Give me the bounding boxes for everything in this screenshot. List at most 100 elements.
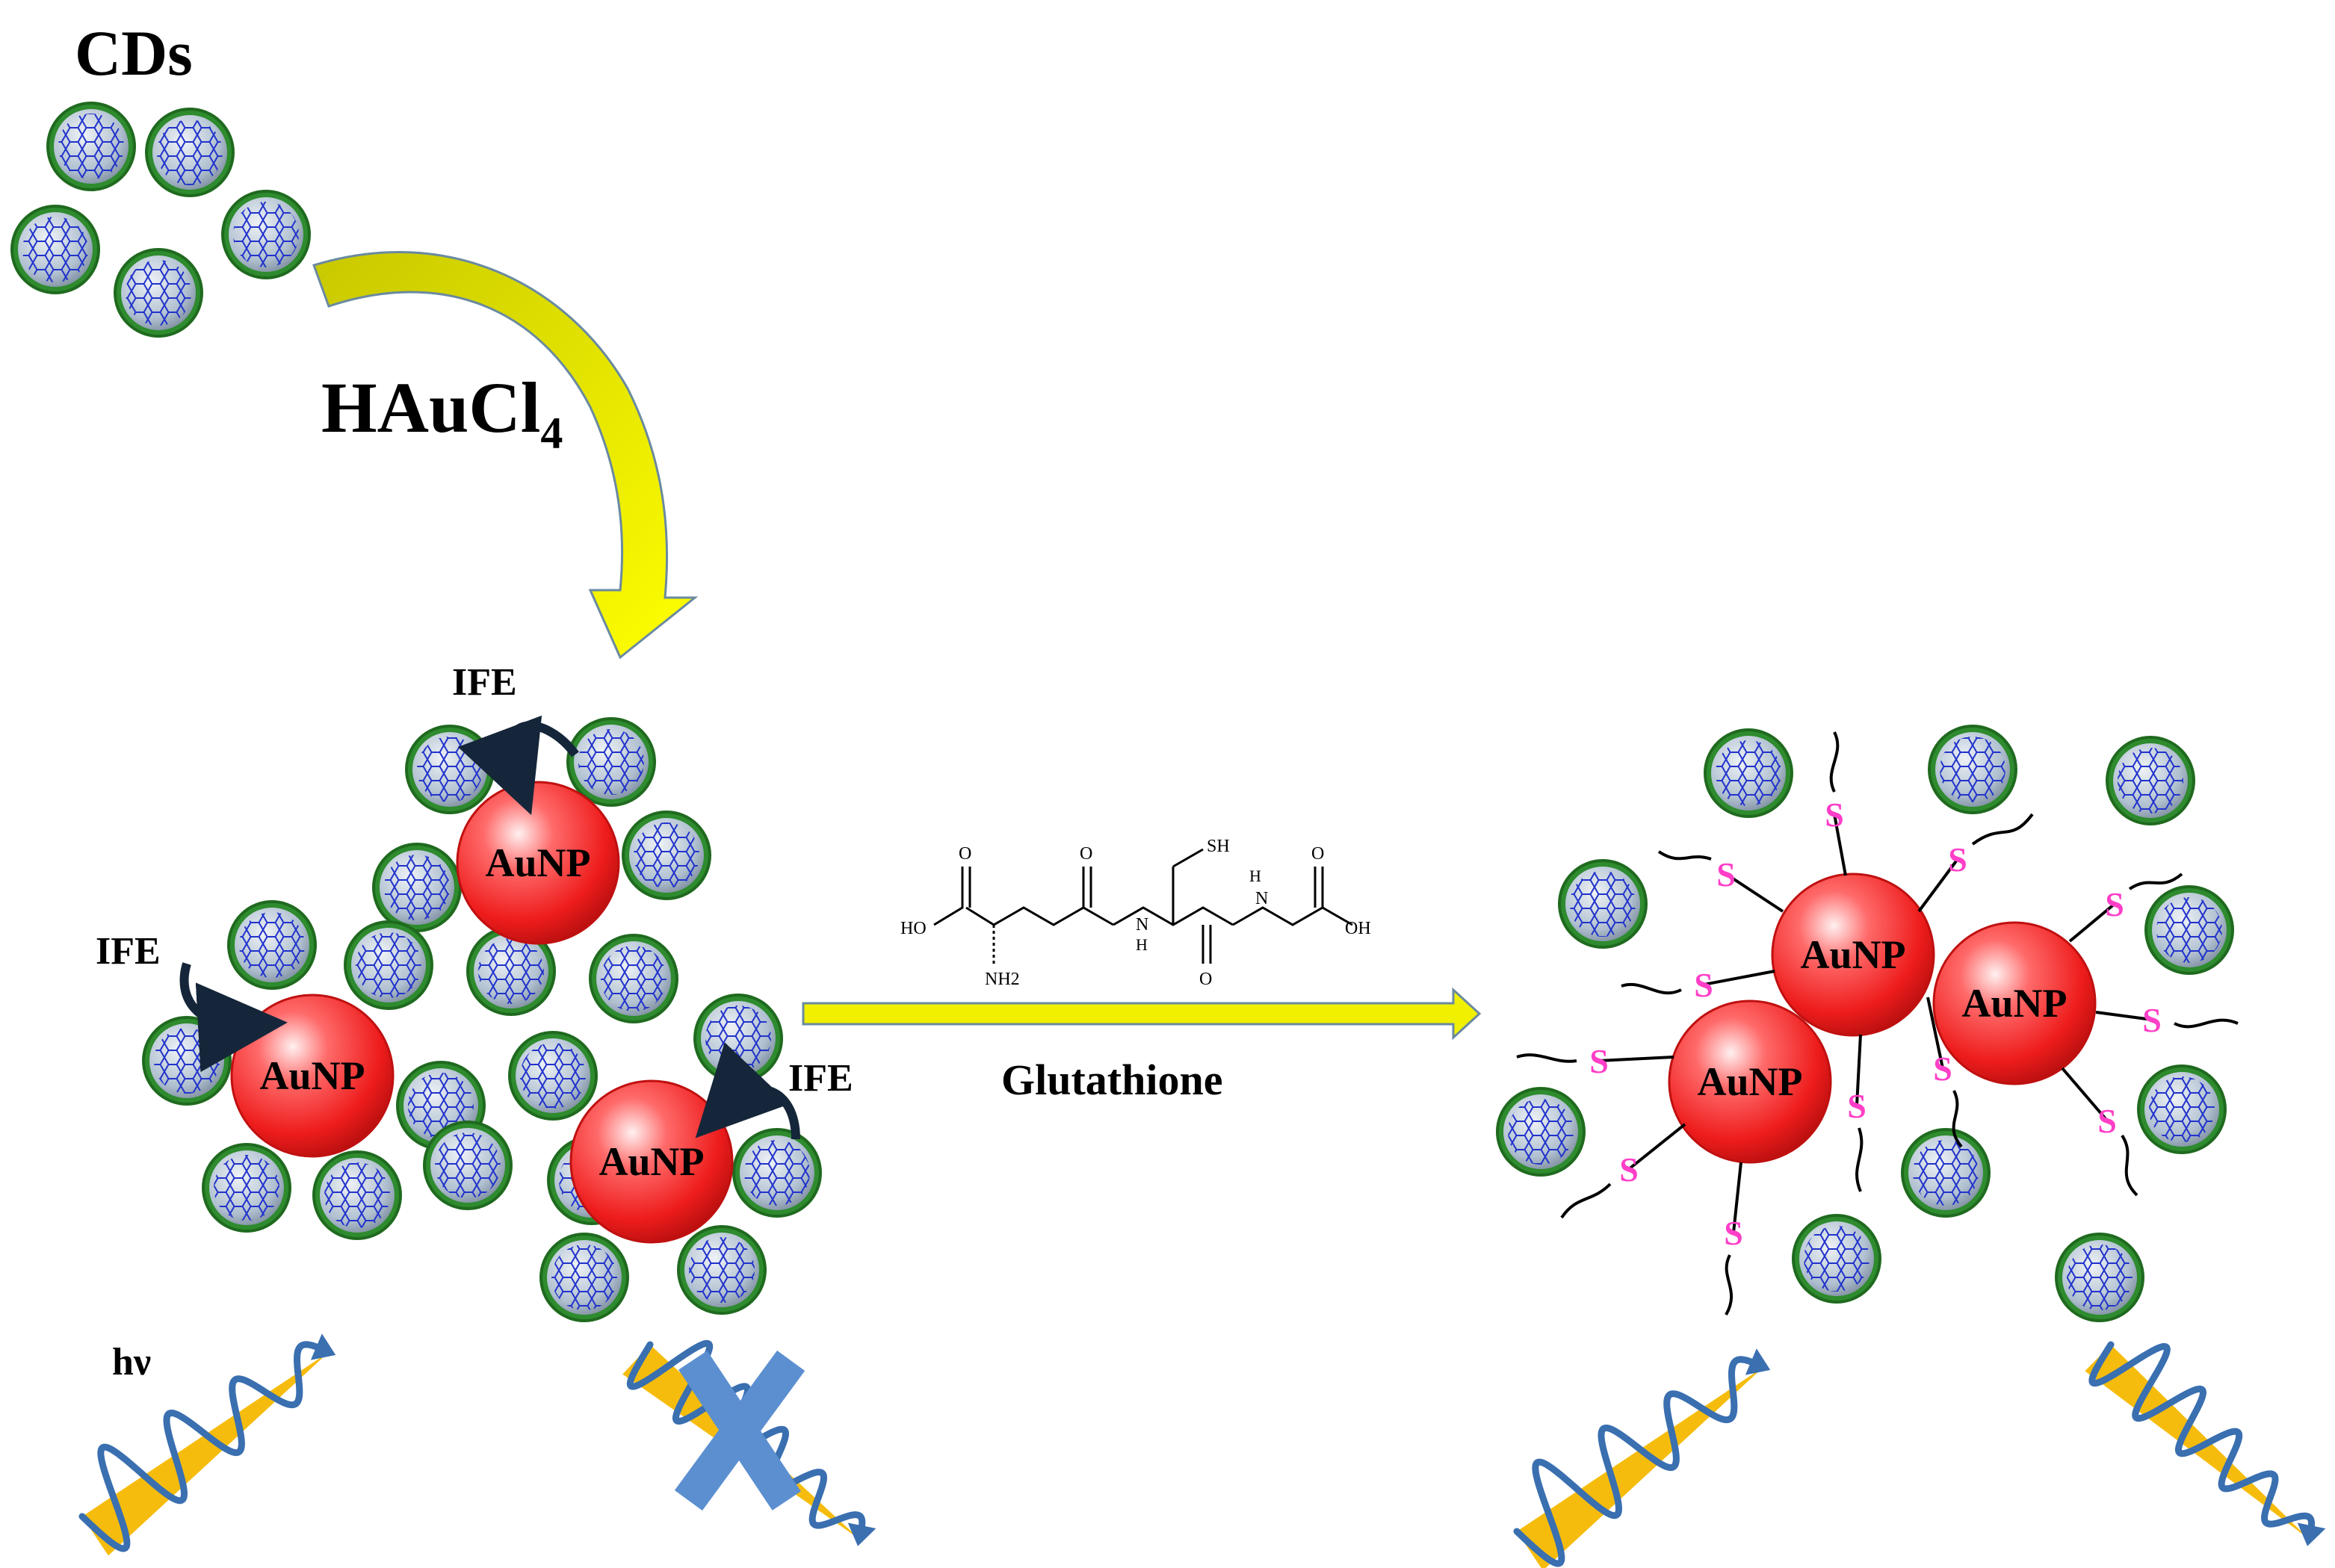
- curved-reaction-arrow: [312, 251, 699, 660]
- mol-o-3: O: [1199, 970, 1212, 989]
- hauc-main: HAuCl: [321, 368, 540, 447]
- carbon-dot-icon: [2106, 736, 2195, 825]
- carbon-dot-icon: [372, 843, 462, 932]
- carbon-dot-icon: [622, 811, 711, 900]
- ife-label-top: IFE: [452, 661, 517, 704]
- sulfur-label: S: [2105, 885, 2124, 923]
- carbon-dot-icon: [221, 190, 311, 279]
- ife-arrow-left: [179, 962, 288, 1073]
- aunp-label: AuNP: [485, 840, 590, 885]
- mol-o-2: O: [1080, 844, 1092, 864]
- carbon-dot-icon: [508, 1031, 598, 1121]
- sulfur-label: S: [2097, 1102, 2117, 1140]
- emission-wave-layer: [78, 1333, 2326, 1568]
- mol-ho: HO: [900, 919, 927, 938]
- sulfur-label: S: [2142, 1001, 2162, 1039]
- ife-label-right: IFE: [788, 1057, 853, 1100]
- carbon-dot-icon: [2144, 885, 2234, 975]
- mol-o-1: O: [959, 844, 971, 864]
- thiol-chain: S: [1516, 1042, 1674, 1080]
- carbon-dot-icon: [1704, 728, 1793, 818]
- carbon-dot-icon: [344, 920, 433, 1010]
- carbon-dot-icon: [46, 102, 136, 191]
- glutathione-label: Glutathione: [1001, 1056, 1223, 1104]
- aunp-label: AuNP: [599, 1139, 704, 1184]
- carbon-dot-icon: [466, 926, 556, 1016]
- carbon-dot-icon: [145, 108, 235, 197]
- thiol-chain: S: [1560, 1123, 1686, 1219]
- carbon-dot-icon: [566, 717, 656, 807]
- aunp-particle: AuNP: [230, 994, 395, 1158]
- aunp-particle: AuNP: [569, 1079, 734, 1244]
- aunp-particle: AuNP: [1668, 1000, 1832, 1164]
- sulfur-label: S: [1847, 1087, 1867, 1125]
- sulfur-label: S: [1825, 796, 1844, 834]
- thiol-chain: S: [1657, 850, 1784, 913]
- thiol-chain: S: [1621, 966, 1775, 1004]
- carbon-dot-icon: [539, 1233, 629, 1322]
- aunp-label: AuNP: [1697, 1059, 1802, 1104]
- mol-n-1: N: [1136, 915, 1148, 935]
- carbon-dot-icon: [227, 900, 317, 990]
- carbon-dot-icon: [2055, 1233, 2144, 1322]
- mol-n-2: N: [1255, 889, 1268, 908]
- ife-arrow-top: [457, 715, 579, 816]
- carbon-dot-icon: [1928, 725, 2017, 814]
- aunp-label: AuNP: [1961, 981, 2067, 1026]
- carbon-dot-icon: [1496, 1087, 1586, 1177]
- sulfur-label: S: [1724, 1214, 1743, 1252]
- sulfur-label: S: [1619, 1150, 1639, 1189]
- carbon-dot-icon: [202, 1143, 291, 1233]
- glutathione-arrow: [802, 987, 1482, 1041]
- carbon-dot-icon: [693, 994, 783, 1083]
- carbon-dot-icon: [423, 1121, 513, 1210]
- mol-h-2: H: [1249, 867, 1261, 885]
- recovered-wave-right: [2085, 1341, 2326, 1546]
- aunp-label: AuNP: [1800, 932, 1905, 977]
- aunp-particle: AuNP: [456, 781, 620, 945]
- hv-label: hν: [112, 1341, 151, 1383]
- carbon-dot-icon: [732, 1128, 822, 1218]
- hauc-label: HAuCl4: [321, 368, 563, 458]
- recovered-wave-left: [1513, 1348, 1771, 1568]
- cds-title: CDs: [75, 17, 193, 89]
- thiol-chain: S: [2068, 873, 2183, 943]
- carbon-dot-icon: [589, 934, 678, 1023]
- aunp-particle: AuNP: [1771, 873, 1935, 1037]
- sulfur-label: S: [1948, 840, 1967, 878]
- thiol-chain-layer: S S S S S S S S S S S S: [1516, 731, 2239, 1316]
- ife-label-left: IFE: [96, 930, 161, 973]
- mol-oh: OH: [1345, 919, 1371, 938]
- mol-sh: SH: [1207, 837, 1230, 856]
- sulfur-label: S: [1716, 855, 1736, 893]
- sulfur-label: S: [1589, 1042, 1609, 1080]
- quench-cross-icon: [674, 1350, 805, 1511]
- aunp-label: AuNP: [259, 1053, 365, 1098]
- aunp-particle: AuNP: [1932, 921, 2097, 1085]
- hauc-subscript: 4: [540, 409, 563, 458]
- carbon-dot-icon: [677, 1225, 767, 1315]
- mol-o-4: O: [1311, 844, 1324, 864]
- thiol-chain: S: [1724, 1162, 1743, 1316]
- carbon-dot-icon: [114, 248, 203, 338]
- mol-nh2: NH2: [985, 970, 1020, 989]
- thiol-chain: S: [2061, 1067, 2138, 1197]
- glutathione-structure: [933, 848, 1353, 964]
- carbon-dot-icon: [1558, 859, 1648, 949]
- mol-h-1: H: [1136, 935, 1148, 954]
- carbon-dot-icon: [142, 1016, 232, 1106]
- carbon-dot-icon: [1901, 1128, 1991, 1218]
- sulfur-label: S: [1933, 1050, 1952, 1088]
- carbon-dot-icon: [312, 1150, 402, 1240]
- carbon-dot-icon: [10, 205, 100, 294]
- thiol-chain: S: [1847, 1034, 1867, 1192]
- carbon-dot-icon: [1792, 1214, 1881, 1304]
- carbon-dot-icon: [2137, 1065, 2227, 1154]
- thiol-chain: S: [1917, 813, 2034, 913]
- carbon-dot-icon: [405, 725, 495, 814]
- emission-wave-left: [78, 1333, 336, 1556]
- thiol-chain: S: [2095, 1001, 2239, 1039]
- thiol-chain: S: [1825, 731, 1847, 876]
- sulfur-label: S: [1694, 966, 1713, 1004]
